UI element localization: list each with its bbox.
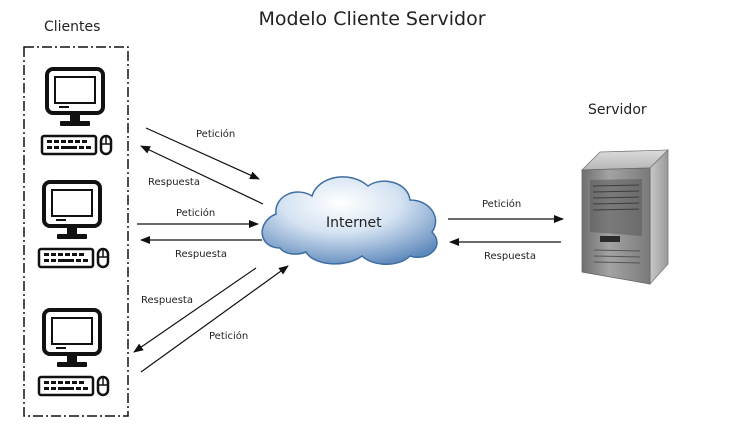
label-c3-response: Respuesta	[141, 295, 193, 306]
label-c1-response: Respuesta	[148, 177, 200, 188]
computer-icon	[37, 308, 110, 397]
arrow-c3-request	[140, 265, 289, 373]
label-srv-response: Respuesta	[484, 251, 536, 262]
label-srv-request: Petición	[482, 199, 522, 210]
arrow-c1-response	[140, 145, 264, 205]
label-c1-request: Petición	[196, 129, 236, 140]
clients-label: Clientes	[44, 19, 101, 35]
server-label: Servidor	[588, 102, 647, 118]
diagram-title: Modelo Cliente Servidor	[258, 8, 486, 30]
label-c2-request: Petición	[176, 208, 216, 219]
cloud-icon	[261, 176, 438, 265]
label-c3-request: Petición	[209, 331, 249, 342]
server-tower-icon	[581, 149, 669, 286]
arrow-c1-request	[145, 127, 260, 180]
computer-icon	[40, 67, 113, 156]
label-c2-response: Respuesta	[175, 249, 227, 260]
cloud-label: Internet	[326, 215, 382, 231]
clients-group-box	[23, 46, 129, 417]
computer-icon	[37, 180, 110, 269]
arrow-c3-response	[133, 267, 257, 353]
